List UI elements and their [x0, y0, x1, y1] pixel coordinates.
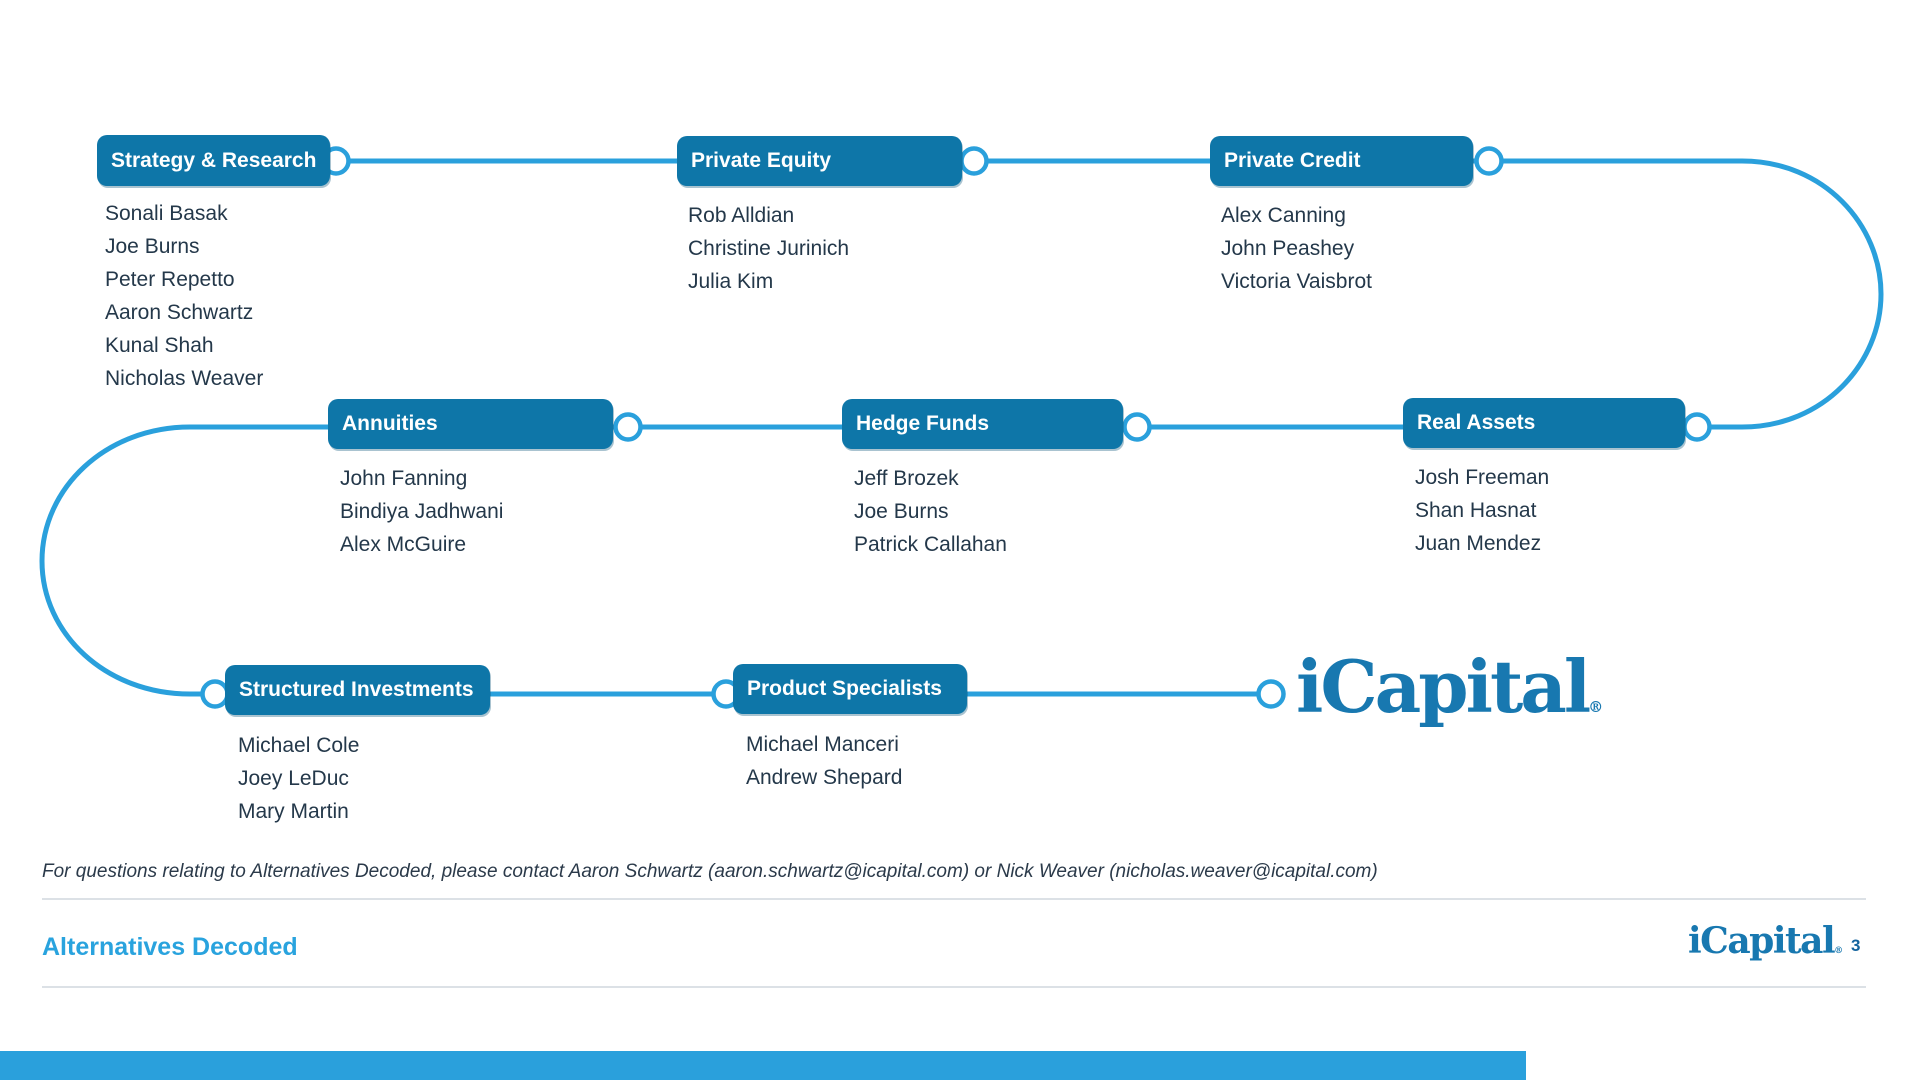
member-name: Victoria Vaisbrot: [1221, 270, 1372, 293]
member-name: Shan Hasnat: [1415, 499, 1537, 522]
page-number: 3: [1851, 936, 1861, 955]
member-name: Bindiya Jadhwani: [340, 500, 504, 523]
registered-mark: ®: [1834, 946, 1844, 956]
footer-logo: iCapital®: [1688, 920, 1843, 962]
member-name: Nicholas Weaver: [105, 367, 264, 390]
member-name: Mary Martin: [238, 800, 349, 823]
connector-node: [1682, 412, 1712, 442]
dept-title: Product Specialists: [747, 677, 942, 700]
connector-node: [1256, 679, 1286, 709]
dept-title: Strategy & Research: [111, 148, 317, 172]
connector-node: [959, 146, 989, 176]
member-name: Juan Mendez: [1415, 532, 1542, 555]
member-name: Sonali Basak: [105, 202, 228, 225]
member-name: Michael Cole: [238, 734, 360, 757]
member-name: Joey LeDuc: [238, 767, 349, 790]
member-name: John Peashey: [1221, 237, 1355, 260]
member-name: Andrew Shepard: [746, 766, 903, 789]
dept-box-hedge-funds: Hedge Funds: [842, 399, 1123, 449]
footer-note: For questions relating to Alternatives D…: [42, 861, 1378, 882]
member-name: Peter Repetto: [105, 268, 235, 291]
icapital-logo-text: iCapital: [1296, 644, 1591, 729]
member-name: Rob Alldian: [688, 204, 795, 227]
member-name: Julia Kim: [688, 270, 774, 293]
member-name: Aaron Schwartz: [105, 301, 254, 324]
icapital-logo: iCapital®: [1296, 644, 1603, 729]
dept-title: Hedge Funds: [856, 412, 990, 435]
connector-node: [613, 412, 643, 442]
member-name: Alex McGuire: [340, 533, 467, 556]
dept-title: Annuities: [342, 412, 438, 435]
dept-box-real-assets: Real Assets: [1403, 398, 1685, 448]
member-name: Michael Manceri: [746, 733, 899, 756]
footer-logo-text: iCapital: [1688, 920, 1836, 962]
footer-divider-bottom: [42, 986, 1866, 988]
member-name: Patrick Callahan: [854, 533, 1007, 556]
registered-mark: ®: [1588, 698, 1604, 716]
dept-box-product-specialists: Product Specialists: [733, 664, 967, 714]
bottom-bar: [0, 1051, 1526, 1080]
member-name: Jeff Brozek: [854, 467, 959, 490]
dept-box-structured-investments: Structured Investments: [225, 665, 490, 715]
member-name: John Fanning: [340, 467, 468, 490]
member-name: Joe Burns: [105, 235, 200, 258]
dept-title: Private Equity: [691, 149, 832, 172]
member-name: Kunal Shah: [105, 334, 214, 357]
dept-title: Structured Investments: [239, 678, 474, 701]
dept-box-private-credit: Private Credit: [1210, 136, 1473, 186]
dept-box-annuities: Annuities: [328, 399, 613, 449]
dept-box-strategy-research: Strategy & Research: [97, 135, 330, 186]
member-name: Joe Burns: [854, 500, 949, 523]
dept-box-private-equity: Private Equity: [677, 136, 962, 186]
connector-node: [1122, 412, 1152, 442]
deck-title: Alternatives Decoded: [42, 933, 298, 961]
connector-node: [1474, 146, 1504, 176]
dept-title: Private Credit: [1224, 149, 1361, 172]
member-name: Josh Freeman: [1415, 466, 1550, 489]
footer-divider-top: [42, 898, 1866, 900]
dept-title: Real Assets: [1417, 411, 1536, 434]
connector-node: [200, 679, 230, 709]
member-name: Christine Jurinich: [688, 237, 850, 260]
member-name: Alex Canning: [1221, 204, 1346, 227]
